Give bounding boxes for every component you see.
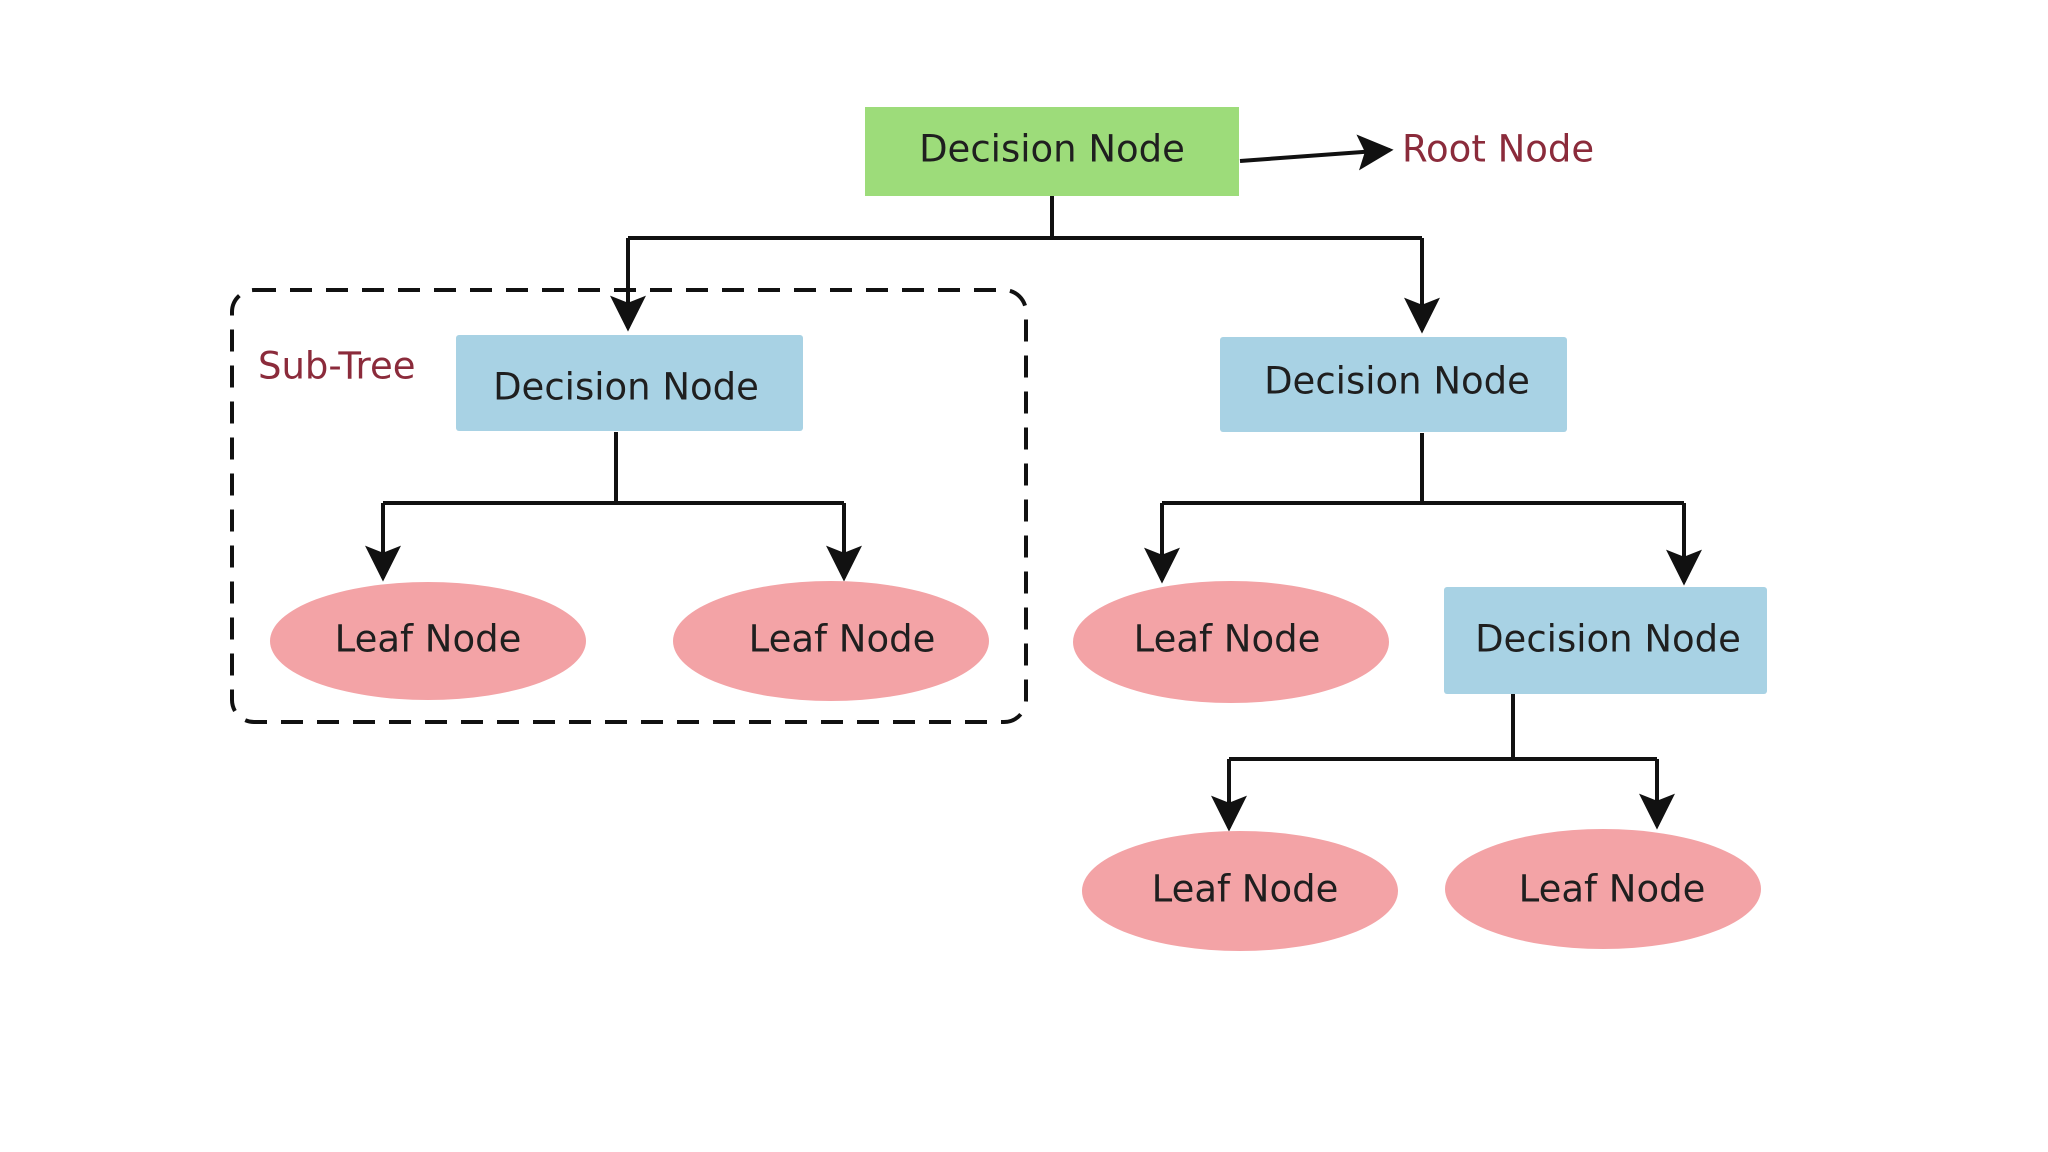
bottom-leaf-node-2-label: Leaf Node [1519, 868, 1706, 911]
left-leaf-node-1 [270, 582, 586, 700]
right-leaf-node-1 [1073, 581, 1389, 703]
edges [365, 134, 1702, 832]
right-leaf-node-1-label: Leaf Node [1134, 618, 1321, 661]
nodes: Decision Node Decision Node Decision Nod… [270, 107, 1767, 951]
left-decision-node [456, 335, 803, 431]
right-decision-node-label: Decision Node [1264, 360, 1530, 403]
root-decision-node-label: Decision Node [919, 128, 1185, 171]
sub-tree-annotation: Sub-Tree [258, 345, 415, 388]
bottom-leaf-node-1 [1082, 831, 1398, 951]
root-decision-node [865, 107, 1239, 196]
right-sub-decision-node [1444, 587, 1767, 694]
left-leaf-node-1-label: Leaf Node [335, 618, 522, 661]
left-leaf-node-2 [673, 581, 989, 701]
root-node-annotation-arrow [1239, 134, 1394, 171]
left-leaf-node-2-label: Leaf Node [749, 618, 936, 661]
root-node-annotation: Root Node [1402, 128, 1594, 171]
left-decision-node-label: Decision Node [493, 366, 759, 409]
bottom-leaf-node-1-label: Leaf Node [1152, 868, 1339, 911]
bottom-leaf-node-2 [1445, 829, 1761, 949]
right-decision-node [1220, 337, 1567, 432]
right-sub-decision-node-label: Decision Node [1475, 618, 1741, 661]
